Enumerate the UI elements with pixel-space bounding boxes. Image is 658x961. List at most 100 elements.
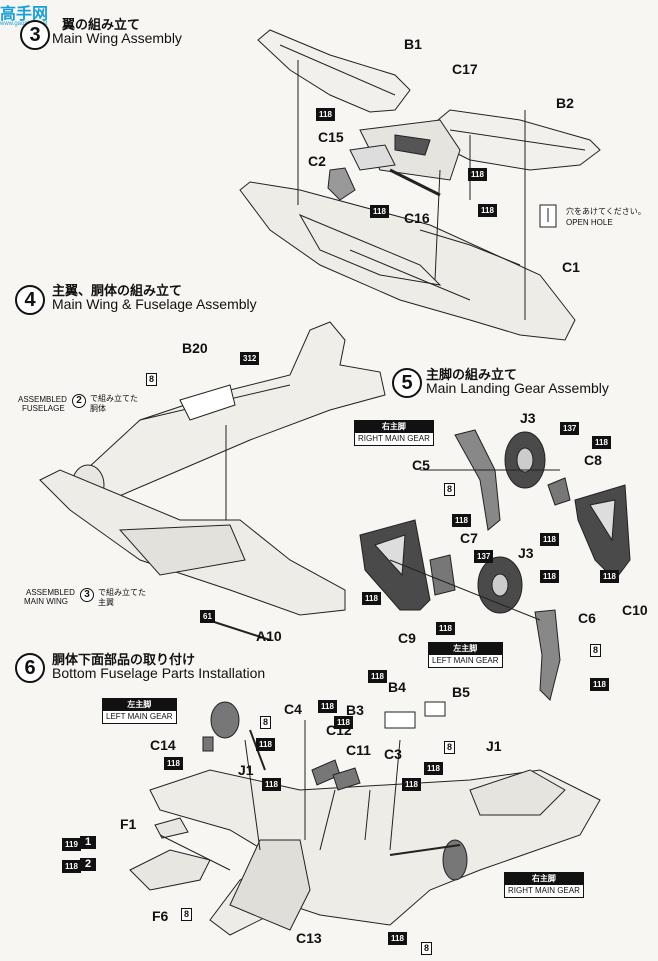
upper-wing-b2 <box>419 109 601 171</box>
right-gear-en: RIGHT MAIN GEAR <box>355 433 433 445</box>
paint-119: 119 <box>62 838 81 851</box>
assembled-fuselage-en1: ASSEMBLED <box>18 395 67 404</box>
step-ref-2: 2 <box>72 394 86 408</box>
part-c7 <box>429 554 456 596</box>
hole-note-en: OPEN HOLE <box>566 218 613 227</box>
paint-118: 118 <box>436 622 455 635</box>
right-gear-door-c10 <box>574 484 631 581</box>
main-wing-assembly <box>39 469 346 616</box>
paint-118: 118 <box>600 570 619 583</box>
left-gear-en: LEFT MAIN GEAR <box>103 711 176 723</box>
paint-118: 118 <box>402 778 421 791</box>
right-main-gear-tag: 右主脚 RIGHT MAIN GEAR <box>354 420 434 446</box>
paint-118: 118 <box>362 592 381 605</box>
paint-8: 8 <box>444 483 455 496</box>
part-label-c13: C13 <box>296 930 322 946</box>
assembled-wing-jp1: で組み立てた <box>98 588 146 597</box>
part-label-f1: F1 <box>120 816 137 832</box>
left-gear-s6 <box>210 701 240 739</box>
right-gear-s6 <box>442 839 468 881</box>
step-3-title-jp: 翼の組み立て <box>62 17 141 32</box>
paint-118: 118 <box>388 932 407 945</box>
aircraft-underside <box>149 769 601 936</box>
part-label-c5: C5 <box>412 457 430 473</box>
paint-8: 8 <box>181 908 192 921</box>
step-4-number: 4 <box>15 285 45 315</box>
paint-118: 118 <box>590 678 609 691</box>
paint-118: 118 <box>370 205 389 218</box>
paint-137: 137 <box>560 422 580 435</box>
left-gear-en: LEFT MAIN GEAR <box>429 655 502 667</box>
hole-note-jp: 穴をあけてください。 <box>566 207 646 216</box>
left-main-gear-tag-s6: 左主脚 LEFT MAIN GEAR <box>102 698 177 724</box>
step-5-title-en: Main Landing Gear Assembly <box>426 380 609 396</box>
paint-137: 137 <box>474 550 494 563</box>
part-label-c14: C14 <box>150 737 176 753</box>
part-label-c17: C17 <box>452 61 478 77</box>
part-label-b3: B3 <box>346 702 364 718</box>
assembled-fuselage-jp2: 胴体 <box>90 404 106 413</box>
part-label-f6: F6 <box>152 908 169 924</box>
part-c14 <box>202 736 214 752</box>
paint-118: 118 <box>368 670 387 683</box>
paint-118: 118 <box>62 860 81 873</box>
assembled-wing-en1: ASSEMBLED <box>26 588 75 597</box>
part-label-c8: C8 <box>584 452 602 468</box>
paint-118: 118 <box>540 570 559 583</box>
part-label-b20: B20 <box>182 340 208 356</box>
assembled-wing-ref: 3 <box>80 588 94 602</box>
bay-c15 <box>349 144 396 171</box>
wheel-j3-upper <box>504 431 546 489</box>
part-f1 <box>154 817 189 839</box>
step-6-title-en: Bottom Fuselage Parts Installation <box>52 665 266 681</box>
step-6-title-jp: 胴体下面部品の取り付け <box>52 652 196 667</box>
paint-8: 8 <box>590 644 601 657</box>
part-label-j3-lower: J3 <box>518 545 534 561</box>
assembled-fuselage-jp1: で組み立てた <box>90 394 138 403</box>
part-label-c6: C6 <box>578 610 596 626</box>
part-label-b4: B4 <box>388 679 406 695</box>
step-5-number: 5 <box>392 368 422 398</box>
paint-118: 118 <box>164 757 183 770</box>
right-gear-jp: 右主脚 <box>505 873 583 885</box>
fuselage-assembly <box>71 321 386 506</box>
step-3-number: 3 <box>20 20 50 50</box>
paint-118: 118 <box>256 738 275 751</box>
cowl-f6 <box>129 849 211 891</box>
paint-118: 118 <box>592 436 611 449</box>
right-gear-en: RIGHT MAIN GEAR <box>505 885 583 897</box>
part-b4-b5 <box>384 701 446 729</box>
upper-wing-b1 <box>257 29 411 113</box>
step-5-title-jp: 主脚の組み立て <box>426 367 518 382</box>
part-label-c7: C7 <box>460 530 478 546</box>
part-c2 <box>327 167 356 201</box>
paint-118: 118 <box>540 533 559 546</box>
part-label-c2: C2 <box>308 153 326 169</box>
left-main-gear-tag-s5: 左主脚 LEFT MAIN GEAR <box>428 642 503 668</box>
paint-8: 8 <box>444 741 455 754</box>
wheel-j3-lower <box>477 556 523 614</box>
part-label-c15: C15 <box>318 129 344 145</box>
step-ref-3: 3 <box>80 588 94 602</box>
step-4-title-jp: 主翼、胴体の組み立て <box>52 283 183 298</box>
part-label-j3-upper: J3 <box>520 410 536 426</box>
assembled-fuselage-en2: FUSELAGE <box>22 404 65 413</box>
part-label-c9: C9 <box>398 630 416 646</box>
part-label-c16: C16 <box>404 210 430 226</box>
strut-c5 <box>454 429 501 531</box>
paint-118: 118 <box>318 700 337 713</box>
part-label-c12: C12 <box>326 722 352 738</box>
paint-8: 8 <box>146 373 157 386</box>
part-label-a10: A10 <box>256 628 282 644</box>
paint-118: 118 <box>452 514 471 527</box>
assembled-fuselage-ref: 2 <box>72 394 86 408</box>
paint-118: 118 <box>468 168 487 181</box>
rod-c16 <box>389 168 441 197</box>
left-gear-jp: 左主脚 <box>429 643 502 655</box>
part-c11 <box>332 767 361 791</box>
part-label-c4: C4 <box>284 701 302 717</box>
part-label-b1: B1 <box>404 36 422 52</box>
strut-c6 <box>534 609 561 701</box>
